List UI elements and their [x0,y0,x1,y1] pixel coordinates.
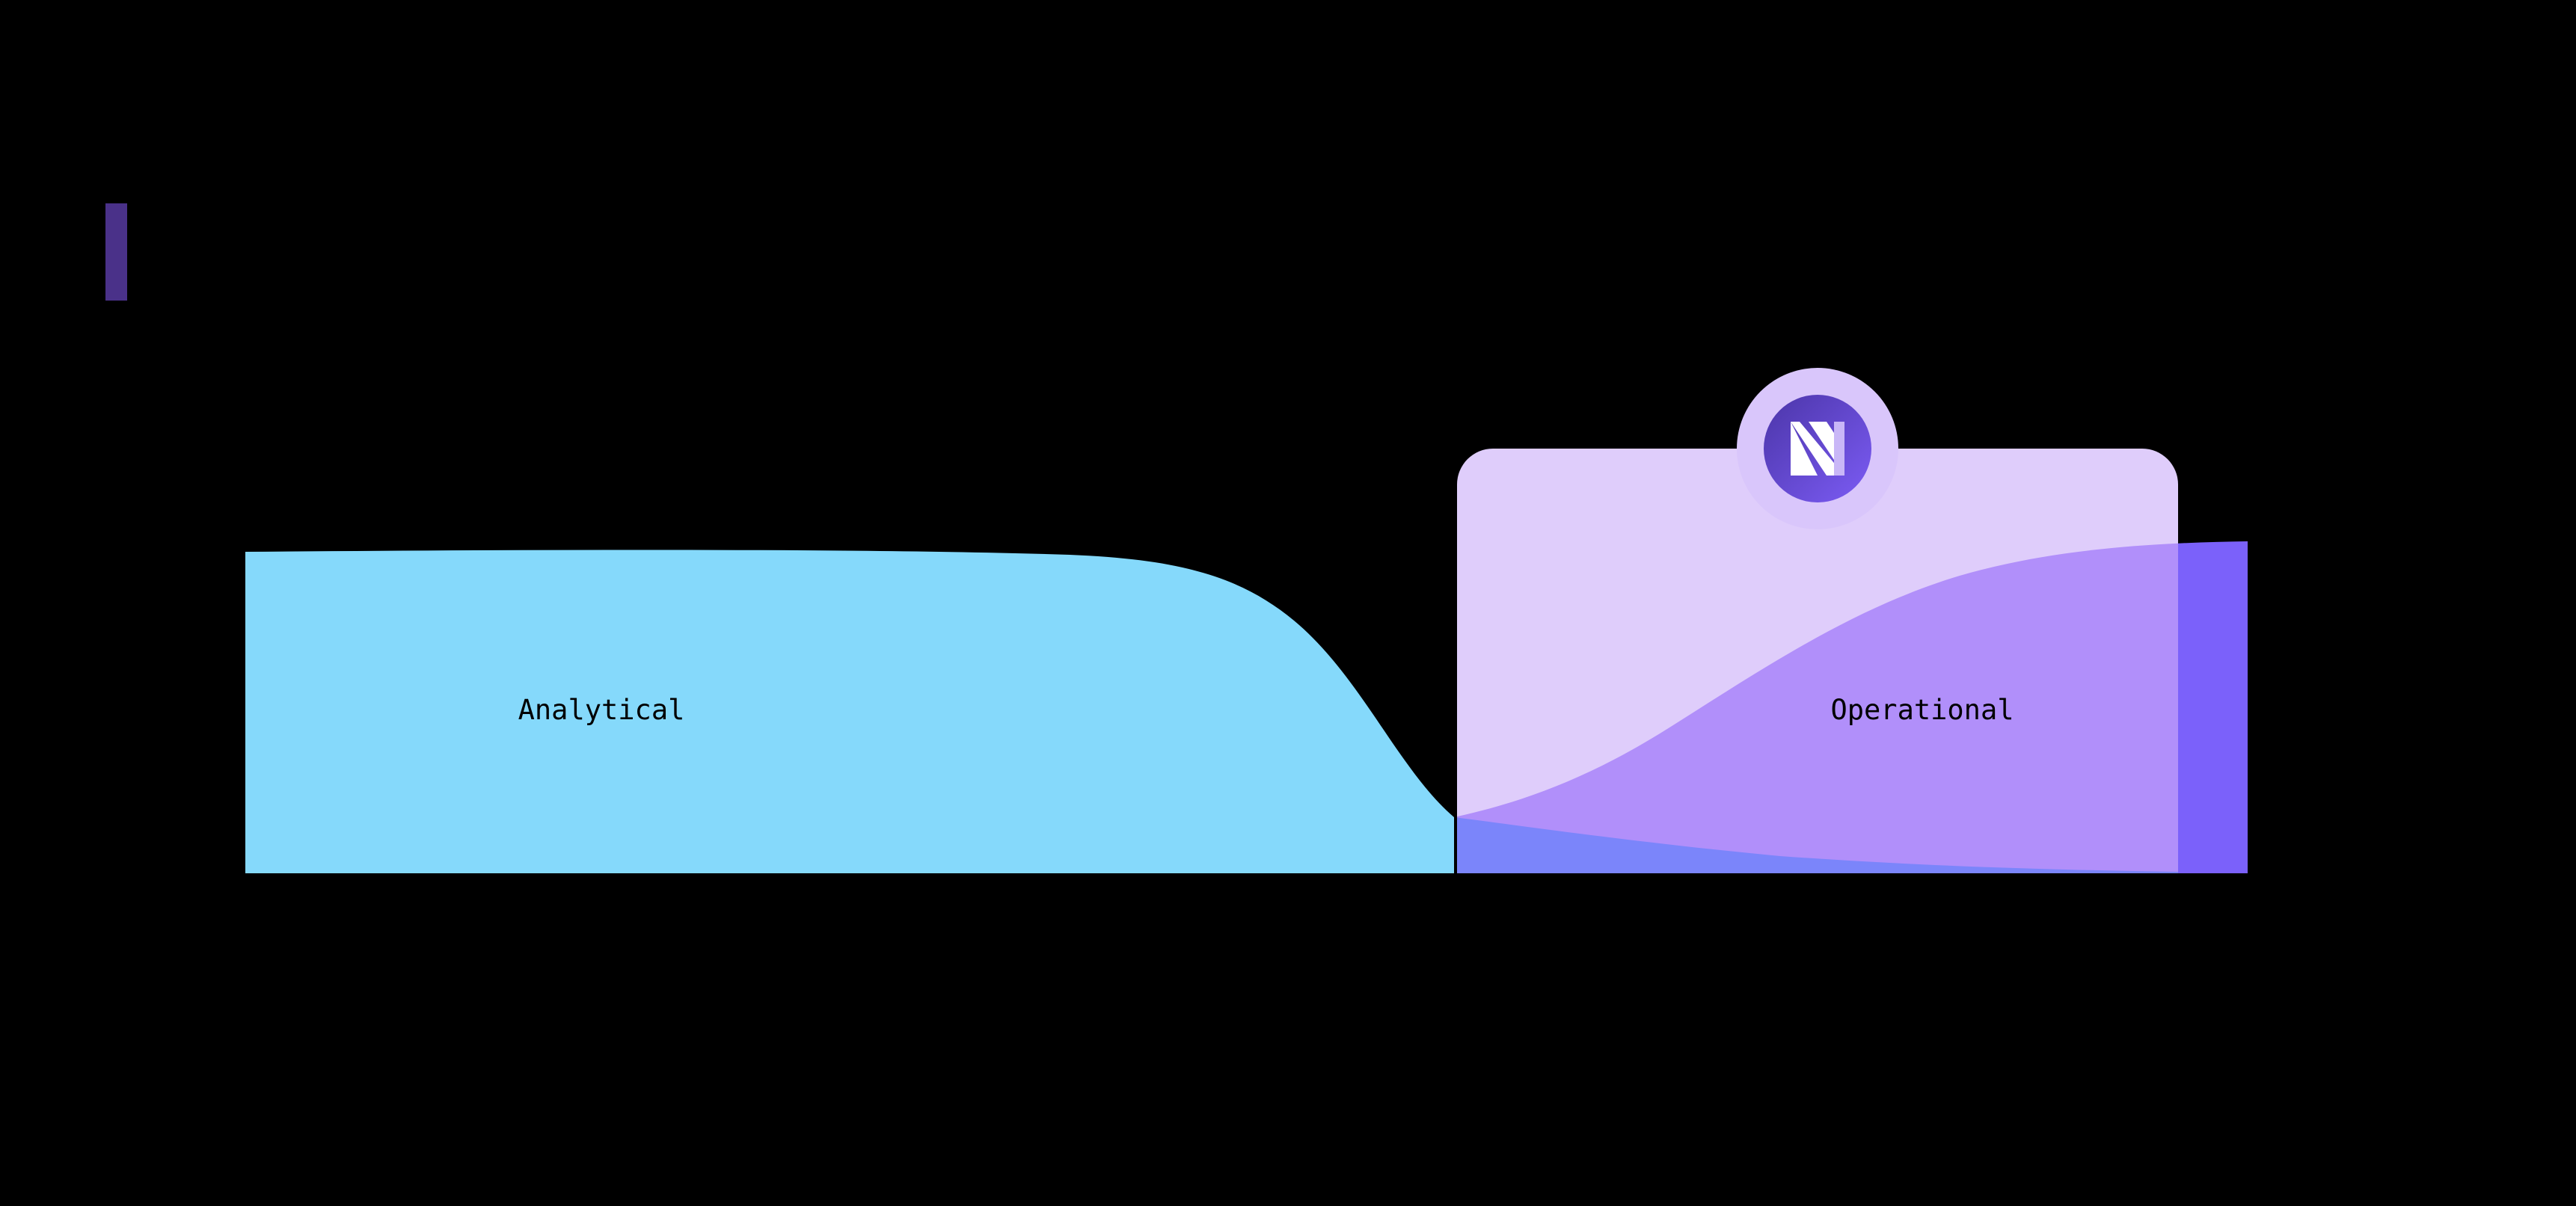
operational-label: Operational [1830,694,2014,726]
motherduck-logo-icon [1737,368,1898,529]
analytical-area [245,550,1454,873]
operational-area-fill [1457,541,2178,873]
analytical-label: Analytical [518,694,685,726]
operational-area-right-bar [2178,541,2248,873]
accent-bar [105,203,127,301]
